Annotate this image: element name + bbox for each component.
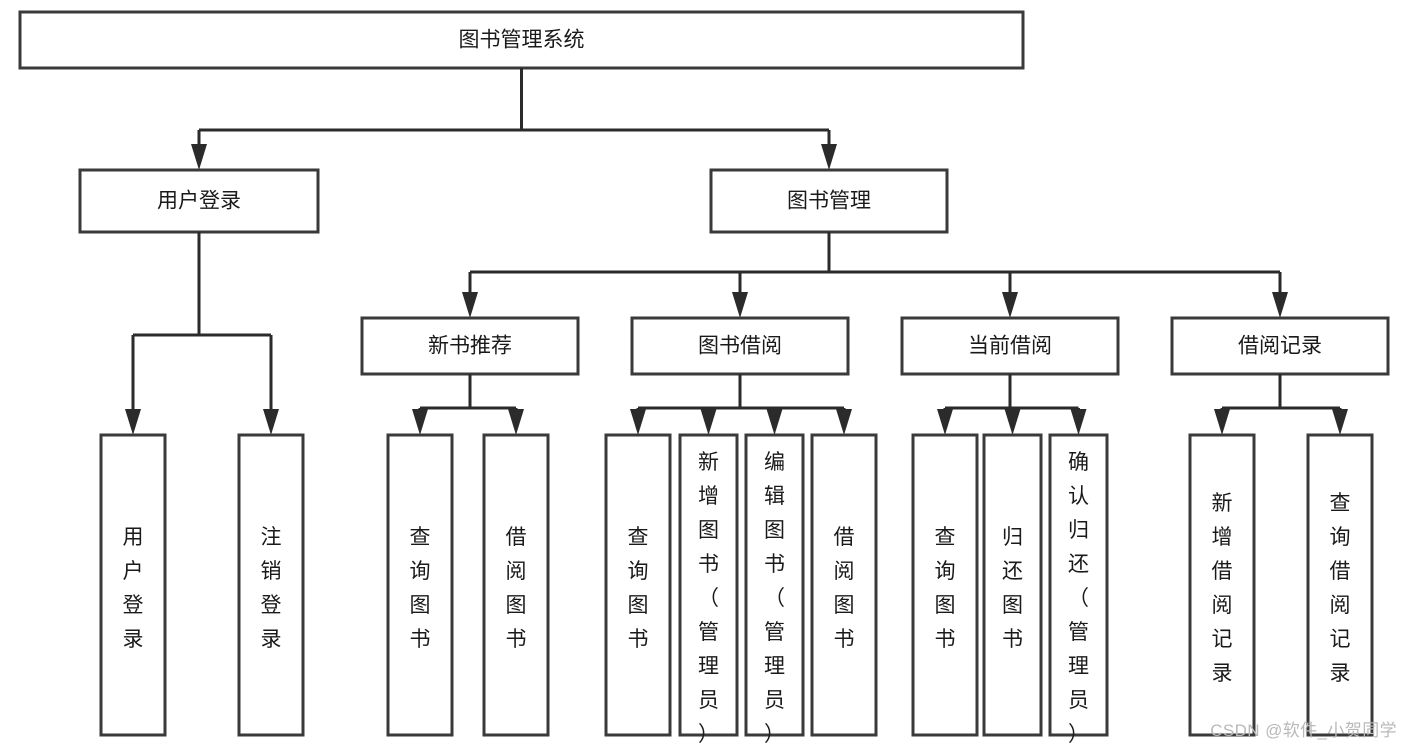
- node-leaf-return-book-label: 归还图书: [1002, 526, 1023, 651]
- node-leaf-query-book-3-label: 查询图书: [935, 526, 956, 651]
- user-login-to-leaf-user-login-arrowhead: [125, 409, 141, 435]
- root-to-user-login-arrowhead: [191, 144, 207, 170]
- node-book-borrow-label: 图书借阅: [698, 335, 782, 358]
- node-leaf-borrow-book-2-label: 借阅图书: [834, 526, 855, 651]
- node-leaf-user-login-box[interactable]: [99, 433, 167, 737]
- node-leaf-query-book-1-label: 查询图书: [410, 526, 431, 651]
- node-leaf-add-book-label: 新增图书（管理员）: [698, 451, 719, 746]
- csdn-watermark: CSDN @软件_小贺同学: [1210, 721, 1397, 740]
- book-manage-to-current-borrow-arrowhead: [1002, 292, 1018, 318]
- node-leaf-add-book-box[interactable]: [678, 433, 739, 737]
- node-leaf-query-book-1-box[interactable]: [386, 433, 454, 737]
- node-leaf-borrow-book-2-box[interactable]: [810, 433, 878, 737]
- node-leaf-edit-book-label: 编辑图书（管理员）: [764, 451, 785, 746]
- node-leaf-confirm-return-label: 确认归还（管理员）: [1068, 451, 1089, 746]
- node-user-login-box[interactable]: [78, 168, 320, 234]
- borrow-record-to-leaf-add-record-arrowhead: [1214, 409, 1230, 435]
- node-leaf-add-record-label: 新增借阅记录: [1212, 492, 1233, 685]
- node-leaf-confirm-return-box[interactable]: [1048, 433, 1109, 737]
- node-leaf-query-record-box[interactable]: [1306, 433, 1374, 737]
- current-borrow-to-leaf-confirm-return-arrowhead: [1070, 409, 1087, 435]
- node-leaf-add-record-box[interactable]: [1188, 433, 1256, 737]
- node-root-label: 图书管理系统: [459, 29, 585, 52]
- root-to-book-manage-arrowhead: [821, 144, 837, 170]
- node-leaf-query-record-label: 查询借阅记录: [1330, 492, 1351, 685]
- node-leaf-query-book-2-label: 查询图书: [628, 526, 649, 651]
- node-leaf-borrow-book-1-box[interactable]: [482, 433, 550, 737]
- node-root-box[interactable]: [18, 10, 1025, 70]
- current-borrow-to-leaf-return-book-arrowhead: [1004, 409, 1021, 435]
- node-leaf-user-login-label: 用户登录: [123, 526, 144, 651]
- node-book-manage-box[interactable]: [709, 168, 949, 234]
- node-leaf-return-book-box[interactable]: [982, 433, 1043, 737]
- node-leaf-edit-book-box[interactable]: [744, 433, 805, 737]
- book-manage-to-book-borrow-arrowhead: [732, 292, 748, 318]
- book-manage-to-new-book-recommend-arrowhead: [462, 292, 478, 318]
- node-borrow-record-label: 借阅记录: [1238, 335, 1322, 358]
- user-login-to-leaf-logout-arrowhead: [263, 409, 279, 435]
- node-leaf-query-book-2-box[interactable]: [604, 433, 672, 737]
- book-manage-to-borrow-record-arrowhead: [1272, 292, 1288, 318]
- node-new-book-recommend-label: 新书推荐: [428, 335, 512, 358]
- new-book-recommend-to-leaf-query-book-1-arrowhead: [412, 409, 428, 435]
- new-book-recommend-to-leaf-borrow-book-1-arrowhead: [508, 409, 524, 435]
- node-leaf-borrow-book-1-label: 借阅图书: [506, 526, 527, 651]
- node-leaf-query-book-3-box[interactable]: [911, 433, 979, 737]
- book-borrow-to-leaf-add-book-arrowhead: [700, 409, 717, 435]
- node-book-manage-label: 图书管理: [787, 190, 871, 213]
- node-user-login-label: 用户登录: [157, 190, 241, 213]
- book-borrow-to-leaf-edit-book-arrowhead: [766, 409, 783, 435]
- node-leaf-logout-label: 注销登录: [261, 526, 282, 651]
- node-current-borrow-label: 当前借阅: [968, 335, 1052, 358]
- node-leaf-logout-box[interactable]: [237, 433, 305, 737]
- current-borrow-to-leaf-query-book-3-arrowhead: [937, 409, 953, 435]
- book-borrow-to-leaf-query-book-2-arrowhead: [630, 409, 646, 435]
- borrow-record-to-leaf-query-record-arrowhead: [1332, 409, 1348, 435]
- book-borrow-to-leaf-borrow-book-2-arrowhead: [836, 409, 852, 435]
- node-borrow-record-box[interactable]: [1170, 316, 1390, 376]
